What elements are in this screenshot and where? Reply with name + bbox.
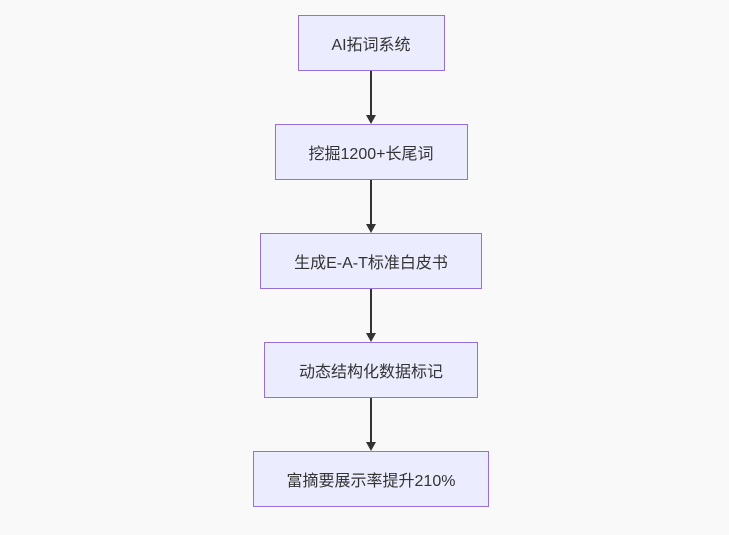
- flow-arrow-1: [366, 71, 376, 124]
- arrowhead-down-icon: [366, 442, 376, 451]
- arrowhead-down-icon: [366, 115, 376, 124]
- arrowhead-down-icon: [366, 224, 376, 233]
- arrowhead-down-icon: [366, 333, 376, 342]
- flow-arrow-3: [366, 289, 376, 342]
- flow-node-step3: 生成E-A-T标准白皮书: [260, 233, 482, 289]
- flowchart: AI拓词系统 挖掘1200+长尾词 生成E-A-T标准白皮书 动态结构化数据标记: [253, 15, 489, 507]
- flow-arrow-4: [366, 398, 376, 451]
- arrow-line: [370, 180, 372, 224]
- flow-node-step2-label: 挖掘1200+长尾词: [308, 146, 434, 163]
- flow-node-step3-label: 生成E-A-T标准白皮书: [294, 255, 448, 272]
- arrow-line: [370, 289, 372, 333]
- arrow-line: [370, 71, 372, 115]
- flow-node-step5: 富摘要展示率提升210%: [253, 451, 489, 507]
- arrow-line: [370, 398, 372, 442]
- flow-node-step1-label: AI拓词系统: [331, 37, 411, 54]
- flow-arrow-2: [366, 180, 376, 233]
- flow-node-step4: 动态结构化数据标记: [264, 342, 478, 398]
- flow-node-step4-label: 动态结构化数据标记: [298, 364, 443, 381]
- flow-node-step2: 挖掘1200+长尾词: [274, 124, 468, 180]
- flow-node-step5-label: 富摘要展示率提升210%: [286, 473, 456, 490]
- flow-node-step1: AI拓词系统: [297, 15, 445, 71]
